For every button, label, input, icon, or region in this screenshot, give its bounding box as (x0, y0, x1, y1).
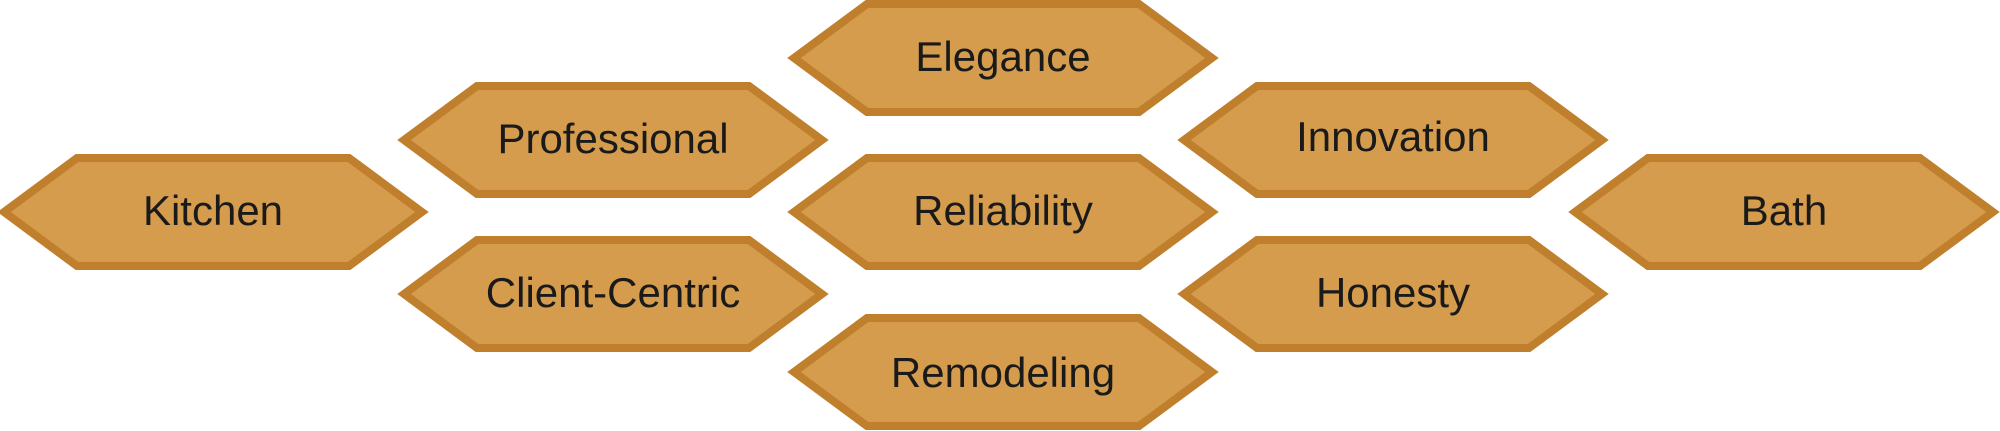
hexagon-shape (787, 0, 1219, 116)
hex-label-client-centric: Client-Centric (486, 269, 740, 316)
hex-node-remodeling: Remodeling (787, 314, 1219, 430)
hexagon-shape (787, 314, 1219, 430)
hexagon-shape (1177, 82, 1609, 198)
hexagon-shape (787, 154, 1219, 270)
hexagon-shape (1177, 236, 1609, 352)
hexagon-shape (1568, 154, 2000, 270)
hex-label-reliability: Reliability (913, 187, 1093, 234)
hex-label-innovation: Innovation (1296, 113, 1490, 160)
hex-label-bath: Bath (1741, 187, 1827, 234)
hex-node-innovation: Innovation (1177, 82, 1609, 198)
hex-node-bath: Bath (1568, 154, 2000, 270)
hex-node-honesty: Honesty (1177, 236, 1609, 352)
hexagon-shape (397, 236, 829, 352)
hex-label-honesty: Honesty (1316, 269, 1470, 316)
hex-label-elegance: Elegance (915, 33, 1090, 80)
hexagon-shape (397, 82, 829, 198)
hex-label-professional: Professional (497, 115, 728, 162)
hex-node-professional: Professional (397, 82, 829, 198)
hex-node-kitchen: Kitchen (0, 154, 429, 270)
hex-label-kitchen: Kitchen (143, 187, 283, 234)
hex-label-remodeling: Remodeling (891, 349, 1115, 396)
hex-node-reliability: Reliability (787, 154, 1219, 270)
hex-node-client-centric: Client-Centric (397, 236, 829, 352)
hexagon-shape (0, 154, 429, 270)
hex-node-elegance: Elegance (787, 0, 1219, 116)
